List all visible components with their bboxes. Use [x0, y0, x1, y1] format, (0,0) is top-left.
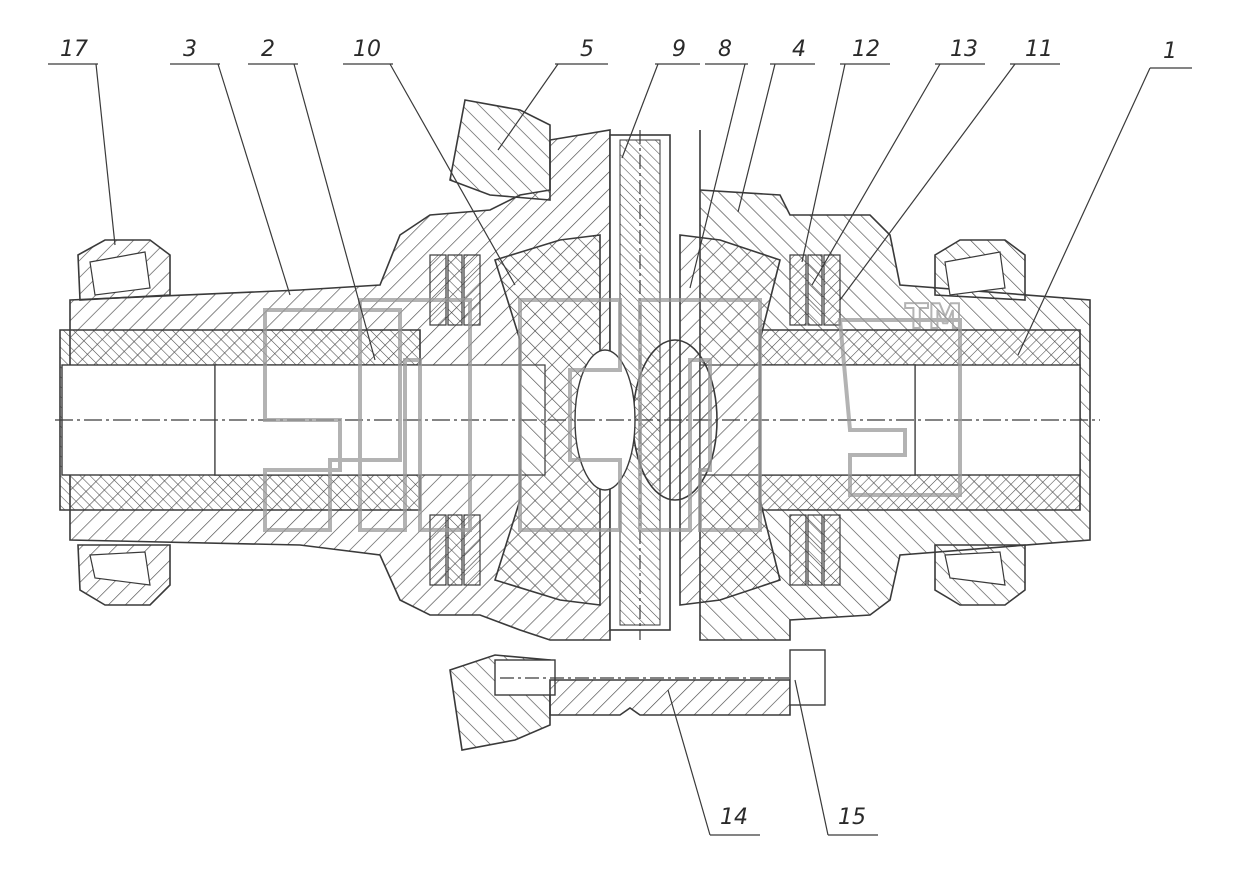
svg-text:15: 15: [838, 805, 866, 830]
svg-text:12: 12: [852, 37, 880, 62]
svg-text:5: 5: [580, 37, 594, 62]
svg-text:17: 17: [60, 37, 88, 62]
callout-11: 11: [839, 37, 1060, 301]
callout-8: 8: [689, 37, 748, 289]
callout-5: 5: [497, 37, 608, 151]
watermark-logo: TM: [263, 296, 963, 532]
svg-text:2: 2: [261, 37, 275, 62]
bearing-left-bottom: [77, 544, 171, 606]
svg-text:13: 13: [950, 37, 978, 62]
callout-13: 13: [811, 37, 985, 286]
callout-12: 12: [801, 37, 890, 263]
callout-15: 15: [794, 679, 878, 836]
callout-9: 9: [621, 37, 700, 159]
svg-text:11: 11: [1025, 37, 1053, 62]
bearing-left-top: [77, 239, 171, 301]
nut: [789, 649, 826, 706]
svg-text:9: 9: [672, 37, 686, 62]
callout-4: 4: [737, 37, 815, 213]
callout-17: 17: [48, 37, 116, 246]
callout-10: 10: [343, 37, 516, 286]
callout-3: 3: [170, 37, 291, 296]
svg-text:10: 10: [353, 37, 381, 62]
friction-pack-right-bottom: [789, 514, 841, 586]
bearing-right-top: [934, 239, 1026, 301]
trademark-mark: TM: [905, 297, 962, 337]
callout-1: 1: [1017, 39, 1192, 356]
friction-pack-right-top: [789, 254, 841, 326]
svg-text:14: 14: [720, 805, 748, 830]
svg-text:4: 4: [792, 37, 806, 62]
callout-14: 14: [667, 689, 760, 836]
friction-pack-left-top: [429, 254, 481, 326]
svg-text:8: 8: [718, 37, 732, 62]
svg-text:3: 3: [183, 37, 197, 62]
ring-gear-top: [449, 99, 551, 201]
callout-2: 2: [248, 37, 376, 361]
svg-text:1: 1: [1163, 39, 1177, 64]
bearing-right-bottom: [934, 544, 1026, 606]
friction-pack-left-bottom: [429, 514, 481, 586]
